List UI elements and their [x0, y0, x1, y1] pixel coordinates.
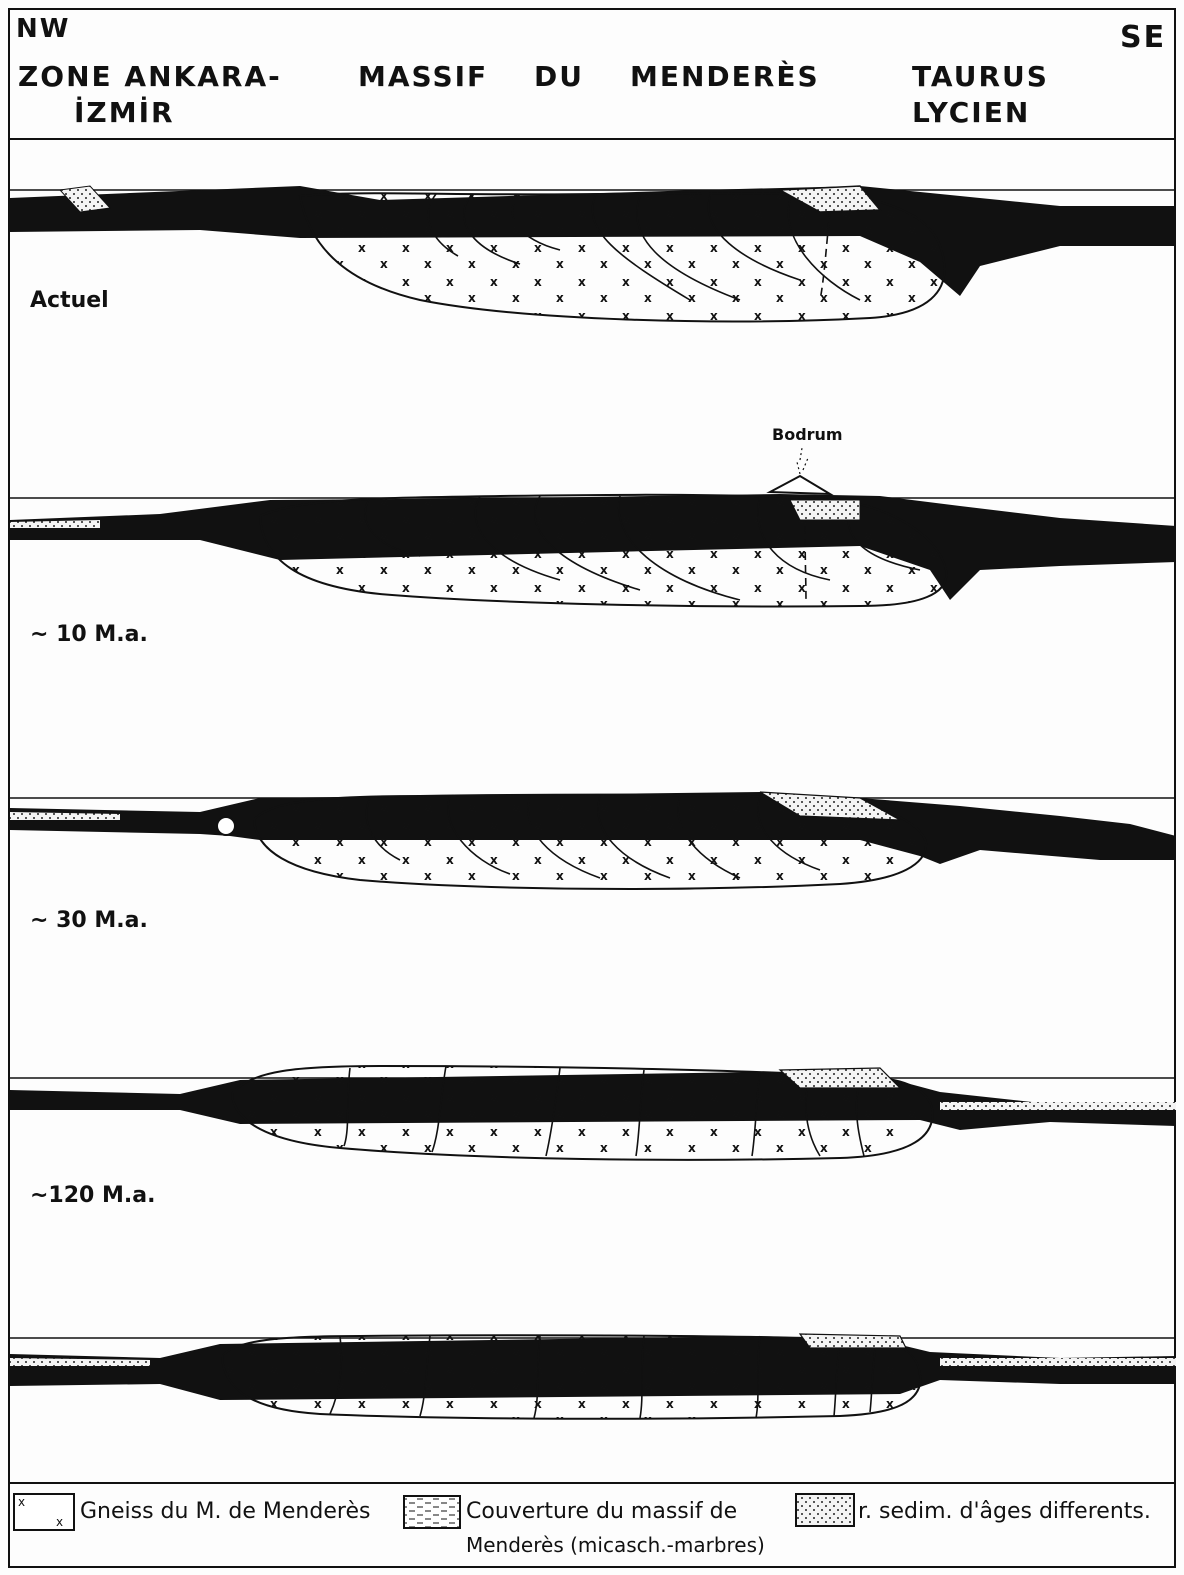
legend-gneiss-label: Gneiss du M. de Menderès — [80, 1499, 370, 1524]
sediment-strip-5b — [940, 1358, 1176, 1366]
sediment-patch-5 — [800, 1334, 906, 1348]
legend-cover-label-2: Menderès (micasch.-marbres) — [466, 1533, 765, 1557]
bodrum-volcano-icon — [770, 476, 830, 494]
legend-sediment-label: r. sedim. d'âges differents. — [858, 1499, 1151, 1524]
eruption-plume-icon — [797, 448, 808, 474]
sediment-patch-2 — [790, 500, 860, 520]
section-initial — [10, 1334, 1176, 1419]
sediment-strip-4 — [940, 1102, 1176, 1110]
section-actuel — [10, 186, 1176, 321]
section-120ma — [10, 1066, 1176, 1160]
section-10ma — [10, 448, 1176, 607]
legend-cover-label-1: Couverture du massif de — [466, 1499, 737, 1524]
sediment-patch-4 — [780, 1068, 900, 1088]
ophiolite-nodule-icon — [217, 817, 235, 835]
section-30ma — [10, 792, 1176, 889]
